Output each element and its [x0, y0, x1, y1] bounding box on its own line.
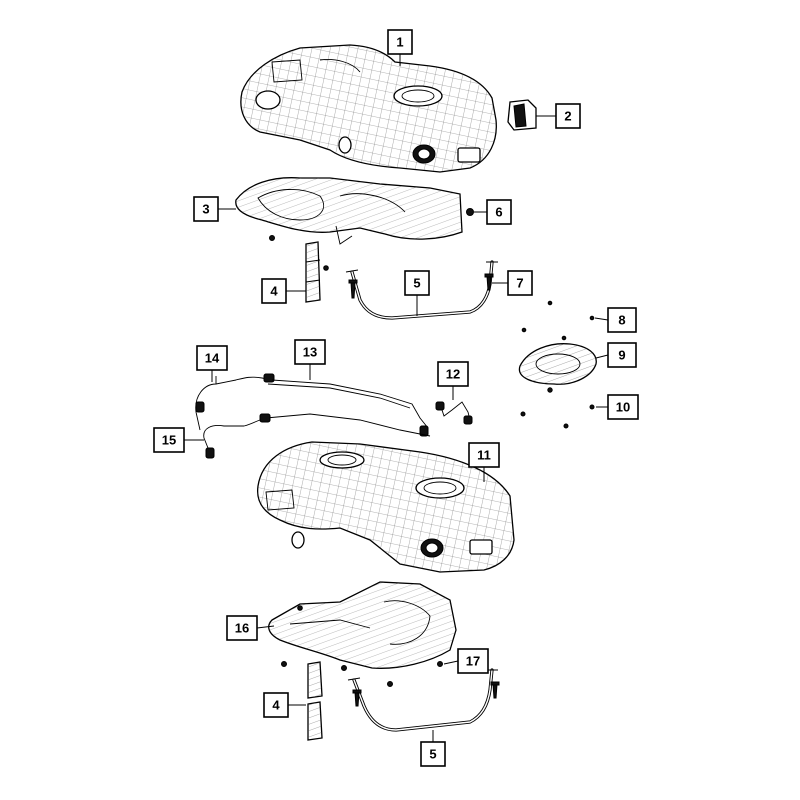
callout-label: 9 — [618, 348, 625, 363]
callout-10: 10 — [607, 394, 639, 420]
callout-14: 14 — [196, 345, 228, 371]
callout-label: 4 — [270, 284, 278, 299]
callout-label: 12 — [446, 367, 460, 382]
callout-label: 5 — [413, 276, 420, 291]
callout-17: 17 — [457, 648, 489, 674]
screws-small — [521, 300, 595, 341]
callout-11: 11 — [468, 442, 500, 468]
callout-label: 13 — [303, 345, 317, 360]
strap-bolt-lower-right — [490, 681, 500, 699]
vapor-line — [195, 373, 275, 431]
strap-bolt-right — [484, 273, 494, 291]
callout-label: 6 — [495, 205, 502, 220]
callout-8: 8 — [607, 307, 637, 333]
fuel-pump-lock-ring — [518, 343, 597, 393]
callout-9: 9 — [607, 342, 637, 368]
callout-13: 13 — [294, 339, 326, 365]
callout-5-lower: 5 — [420, 741, 446, 767]
callout-label: 10 — [616, 400, 630, 415]
callout-label: 5 — [429, 747, 436, 762]
tank-bracket — [507, 99, 537, 131]
callout-16: 16 — [226, 615, 258, 641]
strap-insulator-lower — [307, 661, 323, 741]
callout-label: 16 — [235, 621, 249, 636]
callout-7: 7 — [507, 270, 533, 296]
callout-4-upper: 4 — [261, 278, 287, 304]
fuel-supply-line — [267, 379, 429, 437]
callout-6: 6 — [486, 199, 512, 225]
callout-label: 11 — [477, 448, 491, 463]
fuel-tank-upper — [240, 44, 497, 173]
heat-shield-lower — [268, 581, 457, 669]
strap-bolt-lower-left — [352, 689, 362, 707]
callout-label: 14 — [205, 351, 220, 366]
strap-insulator-upper — [305, 241, 329, 303]
callout-label: 3 — [202, 202, 209, 217]
callout-label: 15 — [162, 433, 176, 448]
callout-label: 2 — [564, 109, 571, 124]
callout-2: 2 — [555, 103, 581, 129]
callout-12: 12 — [437, 361, 469, 387]
strap-bolt-left — [348, 279, 358, 299]
fuel-tank-strap-upper — [345, 260, 498, 320]
callout-label: 17 — [466, 654, 480, 669]
heat-shield-upper — [235, 177, 463, 245]
fuel-tank-strap-lower — [347, 668, 498, 732]
callout-1: 1 — [387, 29, 413, 55]
callout-5-upper: 5 — [404, 270, 430, 296]
callout-4-lower: 4 — [263, 692, 289, 718]
callout-label: 8 — [618, 313, 625, 328]
callout-15: 15 — [153, 427, 185, 453]
nut-small — [466, 208, 474, 216]
nuts-lower — [281, 661, 443, 687]
leader-lines — [184, 54, 609, 742]
return-fuel-line — [203, 413, 431, 459]
callout-label: 4 — [272, 698, 280, 713]
fasteners-small — [520, 404, 595, 429]
jumper-line — [435, 401, 473, 425]
callout-label: 1 — [396, 35, 403, 50]
callout-label: 7 — [516, 276, 523, 291]
callout-3: 3 — [193, 196, 219, 222]
fuel-tank-lower — [256, 441, 515, 573]
